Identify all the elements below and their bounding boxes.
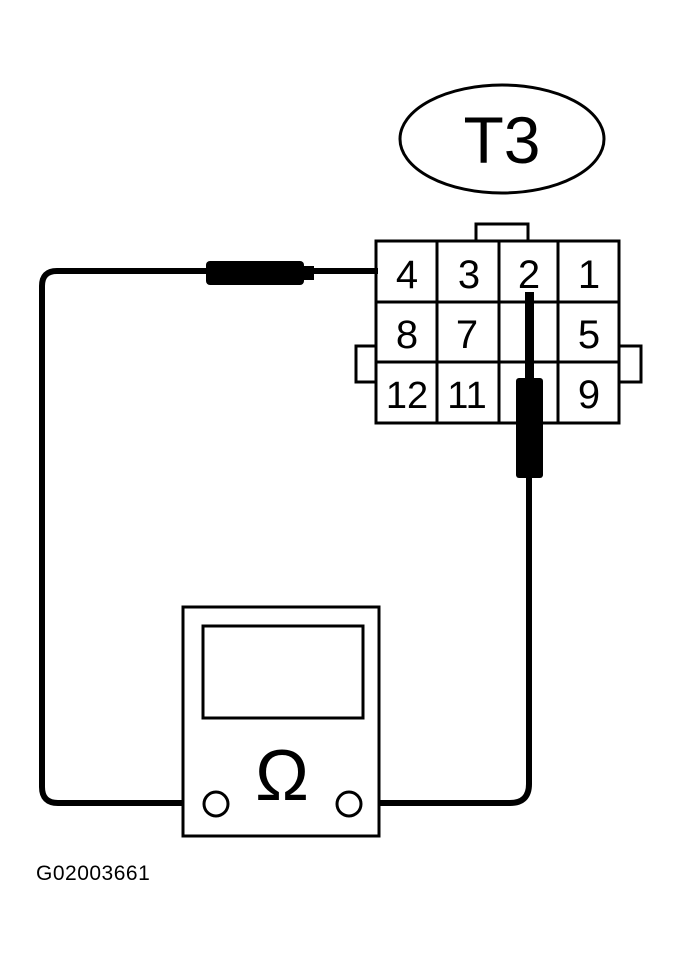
probe-right: [516, 378, 543, 478]
pin-label: 5: [578, 313, 600, 357]
pin-label: 11: [447, 375, 486, 417]
meter-terminal-left: [202, 790, 230, 818]
pin-label: 1: [578, 253, 600, 297]
connector-t3: 4 3 2 1 8 7 5 12 11 9: [354, 222, 643, 425]
connector-label-ellipse: [398, 83, 606, 195]
pin-label: 4: [396, 253, 418, 297]
pin-label: 3: [458, 253, 480, 297]
meter-terminal-right: [335, 790, 363, 818]
ohmmeter-display: [201, 624, 365, 720]
probe-right-pin: [525, 292, 534, 380]
pin-label: 7: [456, 313, 478, 357]
connector-side-tab-right: [617, 344, 643, 384]
pin-label: 12: [386, 375, 428, 417]
pin-label: 9: [578, 373, 600, 417]
ohm-symbol: Ω: [255, 736, 309, 816]
test-lead-left: [39, 268, 378, 806]
test-lead-right: [362, 474, 532, 806]
probe-left: [206, 261, 304, 285]
pin-label: 2: [518, 253, 540, 297]
ohmmeter: Ω: [181, 605, 381, 838]
figure-code: G02003661: [36, 862, 151, 885]
probe-left-tip: [302, 266, 314, 280]
pin-label: 8: [396, 313, 418, 357]
connector-label: T3: [463, 103, 540, 177]
